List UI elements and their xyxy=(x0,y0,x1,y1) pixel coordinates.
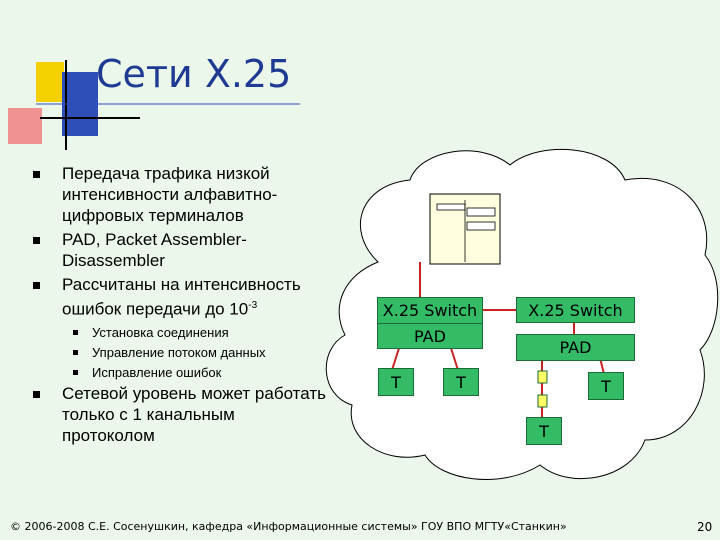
bullet-item: Сетевой уровень может работать только с … xyxy=(30,383,330,446)
terminal-box: T xyxy=(443,368,479,396)
page-number: 20 xyxy=(697,520,713,534)
bullet-item: Рассчитаны на интенсивность ошибок перед… xyxy=(30,274,330,320)
bullet-item: PAD, Packet Assembler-Disassembler xyxy=(30,229,330,271)
sub-bullet-square-icon xyxy=(73,349,78,355)
sub-bullet-text: Исправление ошибок xyxy=(92,364,222,380)
slide-title: Сети X.25 xyxy=(96,52,292,96)
sub-bullet-square-icon xyxy=(73,369,78,375)
server-icon xyxy=(429,193,501,265)
bullet-text: Передача трафика низкой интенсивности ал… xyxy=(62,164,278,225)
sub-bullet-text: Управление потоком данных xyxy=(92,344,266,360)
bullet-square-icon xyxy=(33,171,40,178)
bullet-list: Передача трафика низкой интенсивности ал… xyxy=(30,163,330,449)
pad-left: PAD xyxy=(377,323,483,349)
footer-copyright: © 2006-2008 С.Е. Сосенушкин, кафедра «Ин… xyxy=(10,520,567,533)
error-exponent: -3 xyxy=(248,300,258,311)
bullet-square-icon xyxy=(33,390,40,398)
bullet-square-icon xyxy=(33,282,40,289)
bullet-item: Передача трафика низкой интенсивности ал… xyxy=(30,163,330,226)
sub-bullet-square-icon xyxy=(73,329,78,335)
x25-switch-right: X.25 Switch xyxy=(516,297,635,323)
sub-bullet-item: Установка соединения xyxy=(30,323,330,343)
terminal-box: T xyxy=(378,368,414,396)
logo-decoration xyxy=(8,60,300,150)
bullet-text: Сетевой уровень может работать только с … xyxy=(62,383,326,445)
x25-switch-left: X.25 Switch xyxy=(377,297,483,324)
terminal-box: T xyxy=(588,372,624,400)
sub-bullet-text: Установка соединения xyxy=(92,324,229,340)
terminal-box: T xyxy=(526,417,562,445)
bullet-text: Рассчитаны на интенсивность ошибок перед… xyxy=(62,275,301,319)
pad-right: PAD xyxy=(516,334,635,361)
bullet-square-icon xyxy=(33,237,40,244)
sub-bullet-item: Управление потоком данных xyxy=(30,343,330,363)
bullet-text: PAD, Packet Assembler-Disassembler xyxy=(62,230,247,270)
sub-bullet-item: Исправление ошибок xyxy=(30,363,330,383)
